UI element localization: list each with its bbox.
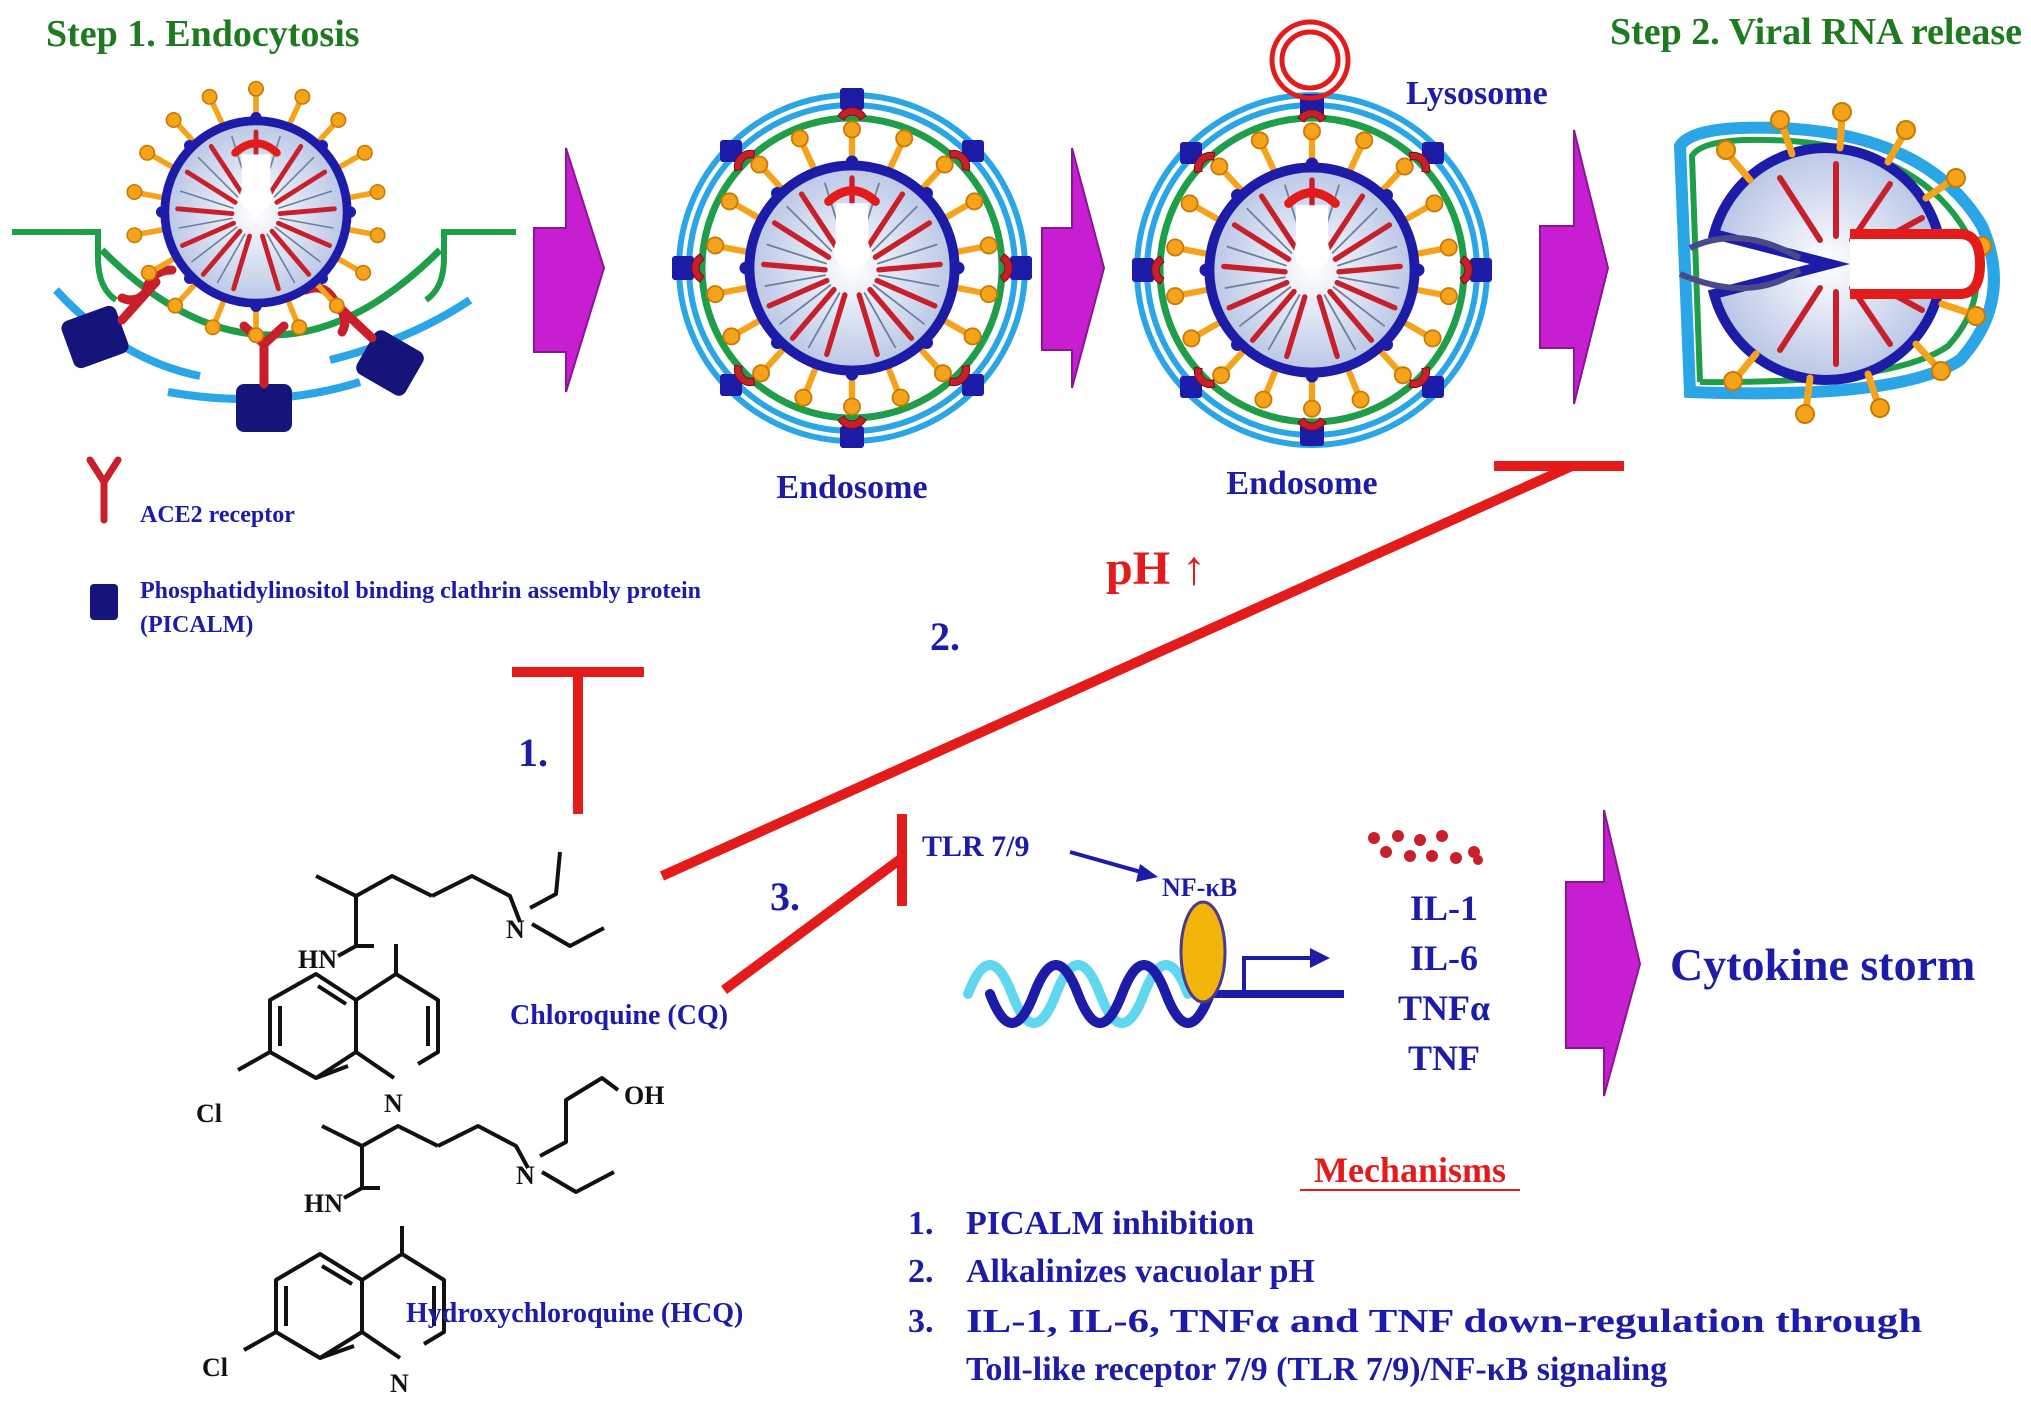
nfkb-label: NF-κB [1162,873,1237,902]
mechanisms-title: Mechanisms [1314,1150,1506,1190]
step-number-2: 2. [930,614,960,659]
tlr-arrowhead [1136,864,1158,882]
step-number-3: 3. [770,874,800,919]
ph-label: pH ↑ [1106,542,1206,595]
mechanism-item: PICALM inhibition [966,1205,1254,1242]
transcription-arrow [1242,956,1316,992]
cq-ring-n-label: N [384,1089,403,1118]
mechanism-number: 3. [908,1303,934,1340]
flow-arrows [533,129,1642,1097]
flow-arrow-4 [1565,809,1642,1097]
endosome-label-2: Endosome [1226,465,1377,502]
mechanism-item: Alkalinizes vacuolar pH [966,1253,1315,1290]
transcription-arrowhead [1310,948,1330,968]
lysosome-label: Lysosome [1406,75,1548,112]
cytokine-label: TNFα [1398,988,1490,1028]
cytokine-storm-label: Cytokine storm [1670,939,1975,990]
cq-hn-label: HN [298,945,337,974]
hcq-oh-label: OH [624,1081,664,1110]
tlr-label: TLR 7/9 [922,830,1030,863]
chloroquine-structure [237,851,605,1080]
flow-arrow-1 [533,147,606,393]
mechanism-number: 2. [908,1253,934,1290]
endosome-2 [1132,92,1492,448]
mechanism-item-continuation: Toll-like receptor 7/9 (TLR 7/9)/NF-κB s… [966,1351,1667,1388]
inhibitor-line-tlr [721,853,905,995]
mechanism-item: IL-1, IL-6, TNFα and TNF down-regulation… [966,1303,1922,1340]
mechanisms-panel: Mechanisms 1. PICALM inhibition 2. Alkal… [908,1150,1922,1388]
chloroquine-label: Chloroquine (CQ) [510,1000,728,1031]
ace2-legend-icon [86,456,122,524]
endosome-1 [672,88,1032,448]
lysosome-icon [1269,19,1351,101]
cq-cl-label: Cl [196,1099,222,1128]
step1-heading: Step 1. Endocytosis [46,13,360,55]
flow-arrow-2 [1041,147,1106,389]
hydroxychloroquine-structure [243,1076,620,1360]
picalm-legend-label-2: (PICALM) [140,612,253,638]
cytokine-label: TNF [1408,1038,1480,1078]
picalm-legend-label: Phosphatidylinositol binding clathrin as… [140,578,701,604]
endosome-label-1: Endosome [776,469,927,506]
tlr-arrow [1069,850,1149,876]
cq-amine-label: N [506,915,525,944]
cytokine-label: IL-1 [1410,888,1478,928]
endocytosis-panel [12,82,516,432]
hcq-amine-label: N [516,1161,535,1190]
mechanism-number: 1. [908,1205,934,1242]
hydroxychloroquine-label: Hydroxychloroquine (HCQ) [406,1298,743,1329]
inhibitor-line-ph [659,461,1575,881]
flow-arrow-3 [1539,129,1610,405]
step-number-1: 1. [518,730,548,775]
picalm-legend-icon [90,584,118,620]
dna-helix [963,960,1215,1028]
nfkb-protein-icon [1179,900,1227,1004]
ace2-legend-label: ACE2 receptor [140,502,295,528]
cytokine-dots [1368,830,1483,865]
step2-heading: Step 2. Viral RNA release [1610,11,2022,53]
hcq-cl-label: Cl [202,1353,228,1382]
uncoated-virion [1673,102,2000,424]
hcq-ring-n-label: N [390,1369,409,1398]
cytokine-label: IL-6 [1410,938,1478,978]
inhibition-marks [512,461,1624,995]
hcq-hn-label: HN [304,1189,343,1218]
